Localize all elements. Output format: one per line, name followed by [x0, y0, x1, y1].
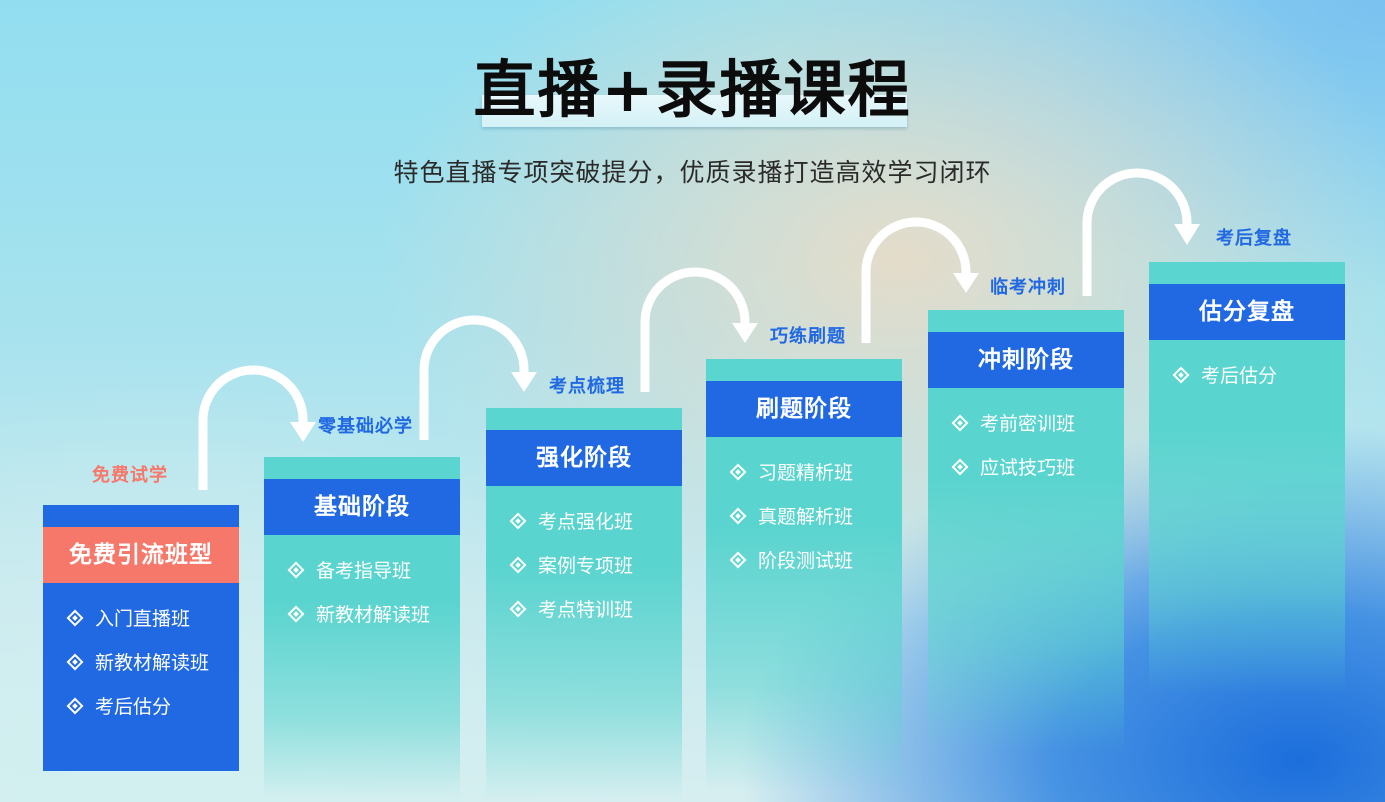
- step-body: 备考指导班 新教材解读班: [264, 535, 460, 799]
- step-top-bar: [264, 457, 460, 479]
- course-item[interactable]: 习题精析班: [706, 451, 902, 495]
- course-item[interactable]: 备考指导班: [264, 549, 460, 593]
- step-body: 考前密训班 应试技巧班: [928, 388, 1124, 752]
- step-top-bar: [706, 359, 902, 381]
- arrowhead-icon: [732, 323, 758, 343]
- arrowhead-icon: [290, 422, 316, 442]
- course-item[interactable]: 阶段测试班: [706, 539, 902, 583]
- diamond-bullet-icon: [729, 463, 747, 480]
- step-top-bar: [43, 505, 239, 527]
- step-caption: 免费试学: [92, 465, 168, 486]
- step-card-basic: 基础阶段 备考指导班 新教材解读班: [264, 457, 460, 799]
- curved-arrow-icon: [1082, 168, 1192, 296]
- course-item[interactable]: 案例专项班: [486, 544, 682, 588]
- course-item-label: 新教材解读班: [316, 604, 431, 626]
- page-title: 直播+录播课程: [473, 53, 912, 126]
- step-body: 入门直播班 新教材解读班 考后估分: [43, 583, 239, 771]
- diamond-bullet-icon: [287, 561, 305, 578]
- course-item[interactable]: 考后估分: [43, 685, 239, 729]
- diamond-bullet-icon: [66, 653, 84, 670]
- curved-arrow-icon: [198, 365, 308, 490]
- step-top-bar: [486, 408, 682, 430]
- page-subtitle: 特色直播专项突破提分，优质录播打造高效学习闭环: [393, 158, 992, 187]
- diamond-bullet-icon: [66, 609, 84, 626]
- step-body: 习题精析班 真题解析班 阶段测试班: [706, 437, 902, 791]
- course-item[interactable]: 新教材解读班: [264, 593, 460, 637]
- step-caption: 考点梳理: [549, 376, 625, 397]
- step-top-bar: [1149, 262, 1345, 284]
- course-item[interactable]: 应试技巧班: [928, 446, 1124, 490]
- arrowhead-icon: [1174, 224, 1200, 245]
- course-item-label: 习题精析班: [758, 462, 854, 484]
- course-item-label: 考点特训班: [538, 599, 634, 621]
- course-item-label: 真题解析班: [758, 506, 854, 528]
- course-item-label: 备考指导班: [316, 560, 412, 582]
- step-top-bar: [928, 310, 1124, 332]
- step-header: 强化阶段: [486, 430, 682, 486]
- step-card-review: 估分复盘 考后估分: [1149, 262, 1345, 694]
- diamond-bullet-icon: [1172, 366, 1190, 383]
- course-item-label: 入门直播班: [95, 608, 191, 630]
- step-body: 考后估分: [1149, 340, 1345, 694]
- step-header: 冲刺阶段: [928, 332, 1124, 388]
- course-item[interactable]: 考点强化班: [486, 500, 682, 544]
- arrowhead-icon: [953, 273, 979, 293]
- course-item-label: 阶段测试班: [758, 550, 854, 572]
- curved-arrow-icon: [419, 315, 529, 440]
- course-item-label: 考点强化班: [538, 511, 634, 533]
- step-caption: 考后复盘: [1216, 228, 1292, 249]
- step-header: 免费引流班型: [43, 527, 239, 583]
- course-item[interactable]: 考点特训班: [486, 588, 682, 632]
- diamond-bullet-icon: [509, 512, 527, 529]
- curved-arrow-icon: [640, 267, 750, 392]
- course-item-label: 考前密训班: [980, 413, 1076, 435]
- course-item[interactable]: 真题解析班: [706, 495, 902, 539]
- diamond-bullet-icon: [951, 458, 969, 475]
- step-caption: 巧练刷题: [770, 326, 846, 347]
- step-body: 考点强化班 案例专项班 考点特训班: [486, 486, 682, 800]
- course-item[interactable]: 考前密训班: [928, 402, 1124, 446]
- arrowhead-icon: [511, 372, 537, 392]
- course-item-label: 案例专项班: [538, 555, 634, 577]
- diamond-bullet-icon: [951, 414, 969, 431]
- diamond-bullet-icon: [509, 600, 527, 617]
- step-card-free: 免费引流班型 入门直播班 新教材解读班 考后估分: [43, 505, 239, 771]
- diamond-bullet-icon: [509, 556, 527, 573]
- course-item[interactable]: 新教材解读班: [43, 641, 239, 685]
- step-header: 估分复盘: [1149, 284, 1345, 340]
- step-header: 基础阶段: [264, 479, 460, 535]
- diamond-bullet-icon: [729, 551, 747, 568]
- course-item[interactable]: 入门直播班: [43, 597, 239, 641]
- course-item-label: 新教材解读班: [95, 652, 210, 674]
- step-card-practice: 刷题阶段 习题精析班 真题解析班 阶段测试班: [706, 359, 902, 791]
- step-card-sprint: 冲刺阶段 考前密训班 应试技巧班: [928, 310, 1124, 752]
- course-item-label: 考后估分: [95, 696, 172, 718]
- step-caption: 零基础必学: [318, 416, 413, 437]
- step-caption: 临考冲刺: [990, 277, 1066, 298]
- diamond-bullet-icon: [287, 605, 305, 622]
- course-item-label: 考后估分: [1201, 365, 1278, 387]
- course-item[interactable]: 考后估分: [1149, 354, 1345, 398]
- diamond-bullet-icon: [729, 507, 747, 524]
- step-card-intensive: 强化阶段 考点强化班 案例专项班 考点特训班: [486, 408, 682, 800]
- title-underline-bar: [482, 95, 907, 127]
- curved-arrow-icon: [861, 217, 971, 343]
- step-header: 刷题阶段: [706, 381, 902, 437]
- diamond-bullet-icon: [66, 697, 84, 714]
- course-item-label: 应试技巧班: [980, 457, 1076, 479]
